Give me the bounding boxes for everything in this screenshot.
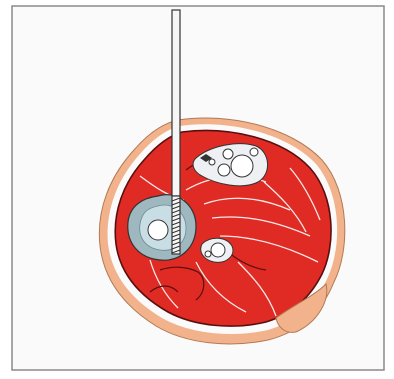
vessel-cluster-lower [201, 238, 233, 262]
vessel-circle [209, 159, 215, 165]
vein-circle [223, 149, 233, 159]
bone-core [148, 220, 168, 240]
rod [172, 10, 180, 254]
vessel-circle [211, 243, 225, 257]
rod-shaft [172, 10, 180, 196]
artery-circle [231, 155, 253, 177]
bone [128, 195, 196, 261]
vessel-circle [205, 251, 211, 257]
vessel-circle [250, 148, 258, 156]
vein-circle [218, 164, 230, 176]
